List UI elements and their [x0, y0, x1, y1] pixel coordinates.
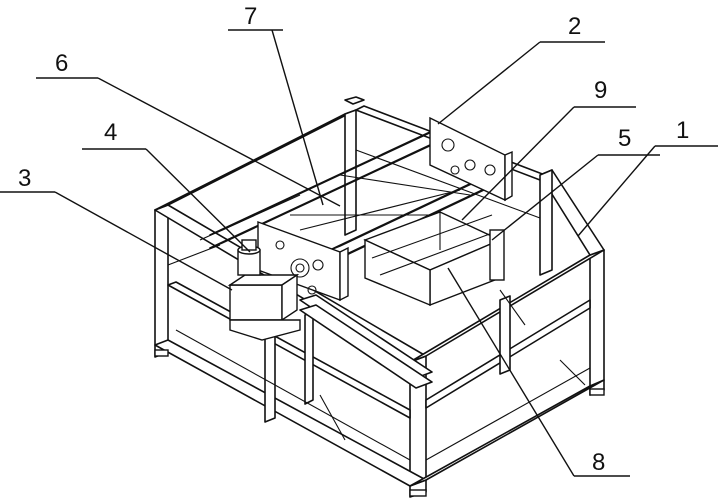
callout-3: 3: [18, 165, 31, 192]
callout-9: 9: [594, 77, 607, 104]
belt-tray: [363, 211, 505, 307]
callouts: 1 2 3 4 5 6 7 8 9: [0, 3, 718, 477]
callout-6: 6: [55, 50, 68, 77]
drive-motor: [227, 239, 301, 341]
callout-7: 7: [244, 3, 257, 30]
callout-2: 2: [568, 13, 581, 40]
rear-carriage-plate: [429, 116, 513, 202]
callout-4: 4: [104, 119, 117, 146]
front-carriage-plate: [257, 220, 349, 302]
callout-1: 1: [676, 117, 689, 144]
callout-5: 5: [618, 125, 631, 152]
callout-8: 8: [592, 449, 605, 476]
